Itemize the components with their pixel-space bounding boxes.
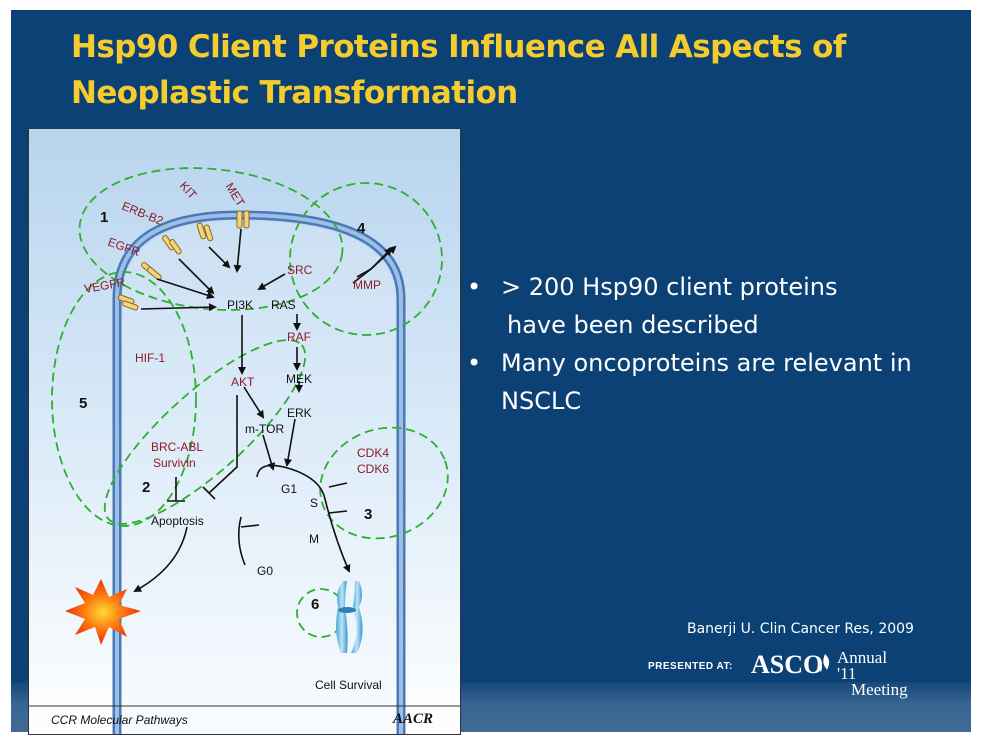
slide-title: Hsp90 Client Proteins Influence All Aspe… bbox=[71, 24, 951, 116]
aacr-logo: AACR bbox=[393, 711, 433, 728]
asco-flame-icon bbox=[815, 652, 835, 674]
label-mek: MEK bbox=[286, 372, 312, 386]
bullet-list: > 200 Hsp90 client proteins have been de… bbox=[467, 268, 967, 420]
label-src: SRC bbox=[287, 263, 313, 277]
label-mmp: MMP bbox=[353, 278, 381, 292]
group-number: 3 bbox=[364, 506, 372, 523]
group-number: 4 bbox=[357, 220, 366, 237]
label-m: M bbox=[309, 532, 319, 546]
bullet-text: > 200 Hsp90 client proteins bbox=[501, 273, 838, 301]
label-g0: G0 bbox=[257, 564, 273, 578]
bullet-item: Many oncoproteins are relevant in NSCLC bbox=[467, 344, 967, 420]
label-g1: G1 bbox=[281, 482, 297, 496]
label-pi3k: PI3K bbox=[227, 298, 253, 312]
group-number: 1 bbox=[100, 209, 108, 226]
annual-meeting-logo: Annual'11 Meeting bbox=[837, 650, 908, 698]
pathway-figure: 1 2 3 4 5 6 ERB-B2 KIT MET EGFR VEGFR SR… bbox=[28, 128, 461, 735]
label-erk: ERK bbox=[287, 406, 312, 420]
label-raf: RAF bbox=[287, 330, 311, 344]
citation: Banerji U. Clin Cancer Res, 2009 bbox=[687, 621, 914, 637]
presented-at-label: PRESENTED AT: bbox=[648, 661, 733, 672]
pathway-diagram: 1 2 3 4 5 6 ERB-B2 KIT MET EGFR VEGFR SR… bbox=[29, 129, 460, 734]
bullet-text-continued: have been described bbox=[501, 306, 967, 344]
label-cdk6: CDK6 bbox=[357, 462, 389, 476]
label-brc-abl: BRC-ABL bbox=[151, 440, 203, 454]
group-number: 5 bbox=[79, 395, 87, 412]
group-number: 6 bbox=[311, 596, 319, 613]
label-mtor: m-TOR bbox=[245, 422, 284, 436]
bullet-text-continued: NSCLC bbox=[501, 382, 967, 420]
figure-caption: CCR Molecular Pathways bbox=[51, 713, 188, 727]
group-number: 2 bbox=[142, 479, 150, 496]
label-cell-survival: Cell Survival bbox=[315, 678, 382, 692]
label-s: S bbox=[310, 496, 318, 510]
bullet-item: > 200 Hsp90 client proteins have been de… bbox=[467, 268, 967, 344]
label-hif1: HIF-1 bbox=[135, 351, 165, 365]
label-ras: RAS bbox=[271, 298, 296, 312]
label-cdk4: CDK4 bbox=[357, 446, 389, 460]
label-akt: AKT bbox=[231, 375, 255, 389]
cytoplasm bbox=[123, 221, 395, 734]
bullet-text: Many oncoproteins are relevant in bbox=[501, 349, 912, 377]
label-survivin: Survivin bbox=[153, 456, 196, 470]
label-apoptosis: Apoptosis bbox=[151, 514, 204, 528]
asco-logo-text: ASCO bbox=[751, 650, 823, 680]
meeting-label: Meeting bbox=[837, 682, 908, 698]
